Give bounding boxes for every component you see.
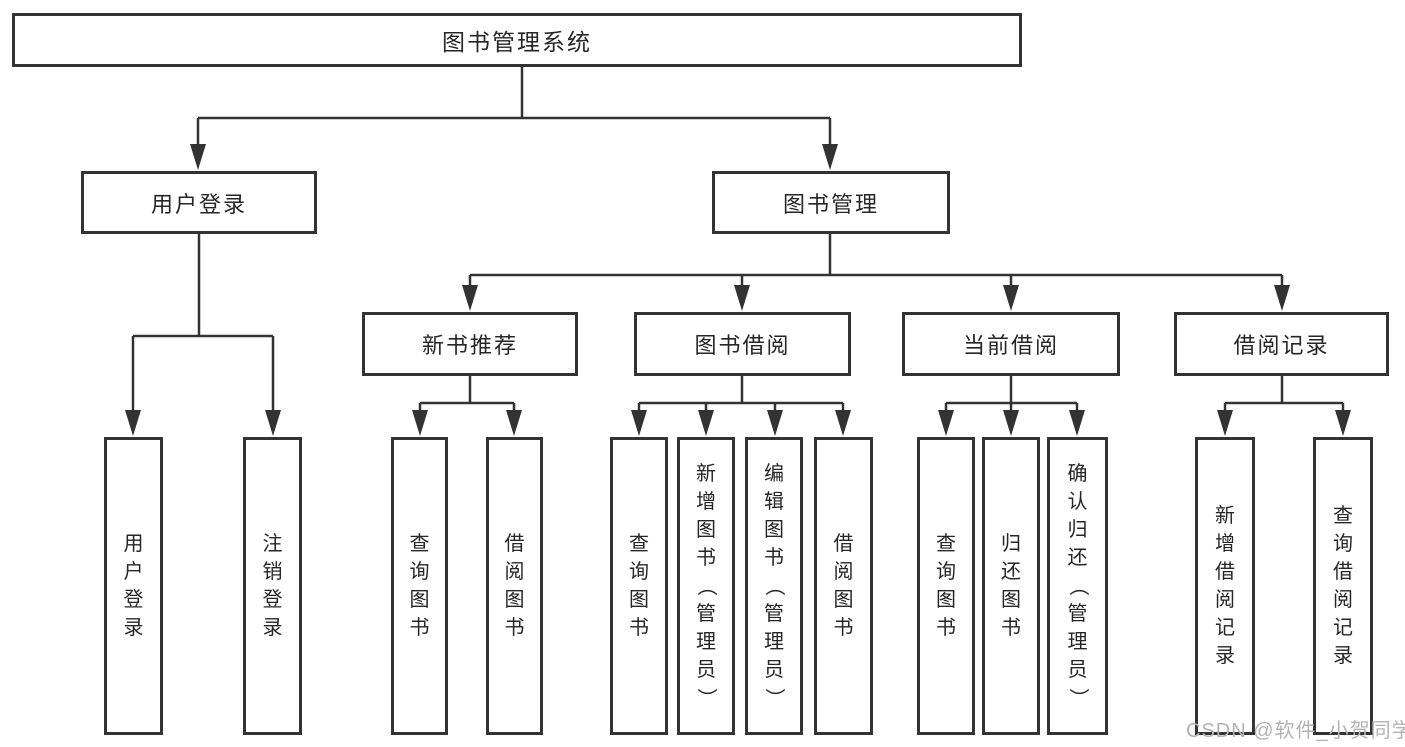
leaf-query-borrow-record: 查询借阅记录: [1313, 437, 1373, 735]
node-user-login: 用户登录: [81, 171, 317, 234]
node-current-borrow: 当前借阅: [902, 312, 1120, 376]
leaf-query-book-current: 查询图书: [917, 437, 975, 735]
leaf-borrow-book-recommend: 借阅图书: [486, 437, 543, 735]
leaf-edit-book-admin: 编辑图书（管理员）: [745, 437, 803, 735]
leaf-borrow-book: 借阅图书: [814, 437, 873, 735]
leaf-query-book-borrow: 查询图书: [610, 437, 668, 735]
node-book-management: 图书管理: [712, 171, 950, 234]
node-book-borrow: 图书借阅: [634, 312, 851, 376]
leaf-logout: 注销登录: [243, 437, 302, 735]
leaf-query-book-recommend: 查询图书: [391, 437, 448, 735]
leaf-add-book-admin: 新增图书（管理员）: [677, 437, 735, 735]
leaf-return-book: 归还图书: [982, 437, 1040, 735]
leaf-add-borrow-record: 新增借阅记录: [1195, 437, 1255, 735]
node-new-book-recommend: 新书推荐: [362, 312, 578, 376]
node-library-management-system: 图书管理系统: [12, 13, 1022, 67]
leaf-confirm-return-admin: 确认归还（管理员）: [1047, 437, 1108, 735]
watermark: CSDN @软件_小贺同学: [1186, 720, 1405, 742]
node-borrow-record: 借阅记录: [1174, 312, 1389, 376]
leaf-user-login: 用户登录: [104, 437, 163, 735]
